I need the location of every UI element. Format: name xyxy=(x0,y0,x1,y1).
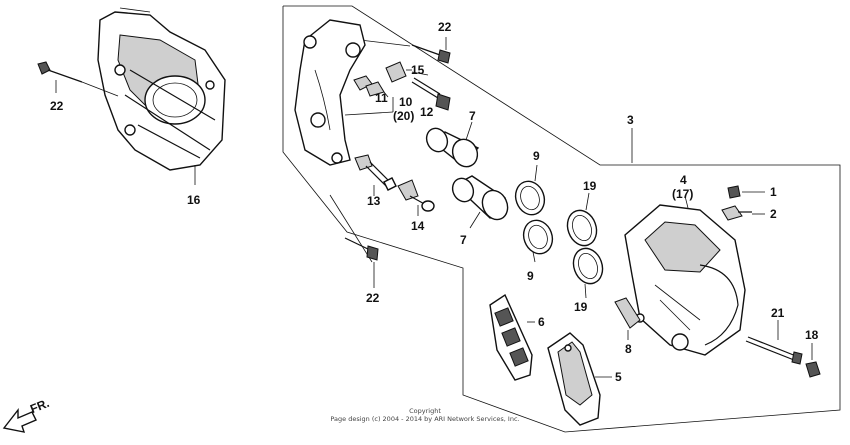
seal-9-bottom xyxy=(522,219,554,255)
callout-10: 10 xyxy=(399,95,413,109)
pad-pin-21 xyxy=(745,320,803,365)
callout-21: 21 xyxy=(771,306,785,320)
bleeder-screw-15 xyxy=(385,61,412,83)
callout-5: 5 xyxy=(615,370,622,384)
caliper-body-4 xyxy=(624,195,746,356)
front-direction-arrow xyxy=(2,407,37,433)
callout-22-left: 22 xyxy=(50,99,64,113)
callout-3: 3 xyxy=(627,113,634,127)
pin-bolt-12 xyxy=(411,77,451,111)
piston-7-bottom xyxy=(451,175,509,221)
plug-18 xyxy=(805,343,821,378)
seal-19-top xyxy=(566,209,598,247)
bleeder-cap-1 xyxy=(727,185,765,199)
callout-19-bottom: 19 xyxy=(574,300,588,314)
pin-clip-11 xyxy=(344,75,394,116)
callout-7-bottom: 7 xyxy=(460,233,467,247)
callout-1: 1 xyxy=(770,185,777,199)
piston-7-top xyxy=(425,127,480,168)
callout-20: (20) xyxy=(393,109,415,123)
callout-22-bottom: 22 xyxy=(366,291,380,305)
callout-8: 8 xyxy=(625,342,632,356)
pin-13 xyxy=(354,154,397,191)
callout-2: 2 xyxy=(770,207,777,221)
callout-22-top: 22 xyxy=(438,20,452,34)
callout-12: 12 xyxy=(420,105,434,119)
callout-16: 16 xyxy=(187,193,201,207)
callout-17: (17) xyxy=(672,187,694,201)
pad-spring-8 xyxy=(614,297,641,340)
copyright-line1: Copyright xyxy=(409,407,441,415)
callout-9-top: 9 xyxy=(533,149,540,163)
callout-14: 14 xyxy=(411,219,425,233)
seal-9-top xyxy=(514,180,546,216)
bolt-22-top xyxy=(359,37,451,64)
bolt-14 xyxy=(397,179,435,212)
bleeder-2 xyxy=(721,205,765,221)
caliper-assembly-16 xyxy=(97,7,226,185)
brake-pad-5 xyxy=(547,332,612,426)
copyright-line2: Page design (c) 2004 - 2014 by ARI Netwo… xyxy=(330,415,520,423)
callout-9-bottom: 9 xyxy=(527,269,534,283)
leader-lines xyxy=(373,71,633,299)
bolt-22-left xyxy=(37,61,119,97)
copyright-block: Copyright Page design (c) 2004 - 2014 by… xyxy=(330,407,520,423)
callout-15: 15 xyxy=(411,63,425,77)
callout-4: 4 xyxy=(680,173,687,187)
seal-19-bottom xyxy=(572,247,604,285)
caliper-bracket xyxy=(294,19,366,166)
assembly-outline xyxy=(282,5,841,433)
callout-13: 13 xyxy=(367,194,381,208)
brake-pad-6 xyxy=(489,293,535,381)
callout-11: 11 xyxy=(375,91,388,105)
callout-18: 18 xyxy=(805,328,819,342)
callout-7-top: 7 xyxy=(469,109,476,123)
callout-19-top: 19 xyxy=(583,179,597,193)
bolt-22-bottom xyxy=(344,237,379,288)
callout-6: 6 xyxy=(538,315,545,329)
